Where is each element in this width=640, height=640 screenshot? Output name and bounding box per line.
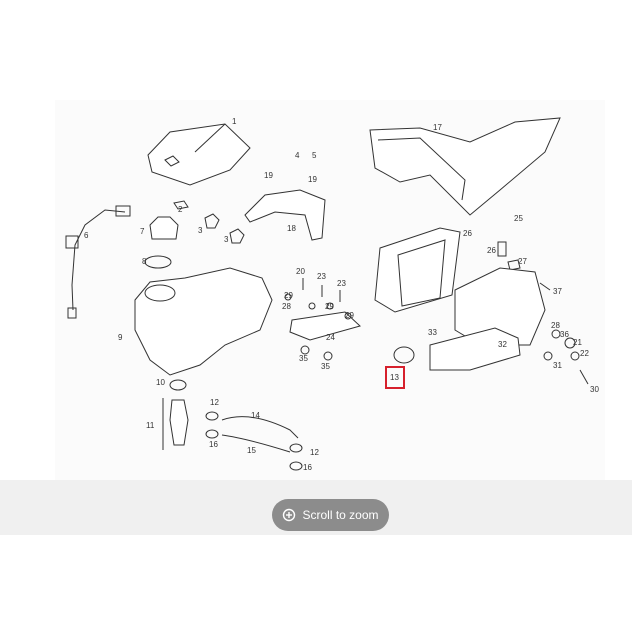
callout-25: 25 (514, 214, 523, 223)
part-tank-cover (147, 123, 251, 186)
callout-26: 26 (487, 246, 496, 255)
callout-13-highlighted: 13 (390, 373, 399, 382)
callout-10: 10 (156, 378, 165, 387)
part-seat (369, 117, 561, 216)
scroll-to-zoom-button[interactable]: Scroll to zoom (272, 499, 389, 531)
callout-31: 31 (553, 361, 562, 370)
callout-29: 29 (345, 311, 354, 320)
callout-23: 23 (317, 272, 326, 281)
callout-2: 2 (178, 205, 183, 214)
part-clip (173, 200, 189, 210)
callout-16: 16 (303, 463, 312, 472)
callout-22: 22 (580, 349, 589, 358)
callout-28: 28 (551, 321, 560, 330)
part-hose-clamp-10 (169, 379, 187, 391)
part-grommet-a (204, 213, 220, 229)
callout-19: 19 (308, 175, 317, 184)
part-airbox (454, 267, 546, 346)
callout-15: 15 (247, 446, 256, 455)
part-hose-14 (221, 416, 299, 439)
callout-26: 26 (463, 229, 472, 238)
callout-36: 36 (560, 330, 569, 339)
part-fuel-cap (149, 216, 179, 240)
callout-19: 19 (264, 171, 273, 180)
callout-16: 16 (209, 440, 218, 449)
callout-29: 29 (284, 291, 293, 300)
part-27 (507, 259, 521, 271)
part-spring-clip (393, 346, 415, 364)
part-fuel-sensor-cable (71, 209, 126, 311)
zoom-hint-label: Scroll to zoom (302, 508, 379, 522)
callout-12: 12 (310, 448, 319, 457)
callout-17: 17 (433, 123, 442, 132)
callout-12: 12 (210, 398, 219, 407)
callout-1: 1 (232, 117, 237, 126)
callout-35: 35 (321, 362, 330, 371)
callout-14: 14 (251, 411, 260, 420)
callout-7: 7 (140, 227, 145, 236)
callout-18: 18 (287, 224, 296, 233)
zoom-in-icon (283, 508, 296, 522)
callout-9: 9 (118, 333, 123, 342)
callout-30: 30 (590, 385, 599, 394)
callout-33: 33 (428, 328, 437, 337)
part-petcock (169, 399, 189, 446)
part-fuel-tank (134, 267, 273, 376)
part-bracket (244, 189, 326, 241)
callout-28: 28 (282, 302, 291, 311)
callout-3: 3 (224, 235, 229, 244)
callout-4: 4 (295, 151, 300, 160)
callout-32: 32 (498, 340, 507, 349)
part-grommet-b (229, 228, 245, 244)
callout-8: 8 (142, 257, 147, 266)
callout-20: 20 (296, 267, 305, 276)
callout-24: 24 (326, 333, 335, 342)
callout-6: 6 (84, 231, 89, 240)
callout-23: 23 (337, 279, 346, 288)
part-26 (497, 241, 507, 257)
callout-3: 3 (198, 226, 203, 235)
part-mount-plate (289, 311, 361, 341)
part-hose-15 (221, 434, 291, 453)
callout-5: 5 (312, 151, 317, 160)
callout-27: 27 (518, 257, 527, 266)
part-intake-boot (429, 327, 521, 371)
callout-11: 11 (146, 421, 155, 430)
highlight-box (385, 366, 405, 389)
callout-29: 29 (325, 302, 334, 311)
callout-37: 37 (553, 287, 562, 296)
callout-35: 35 (299, 354, 308, 363)
callout-21: 21 (573, 338, 582, 347)
part-airbox-cover (374, 227, 461, 313)
